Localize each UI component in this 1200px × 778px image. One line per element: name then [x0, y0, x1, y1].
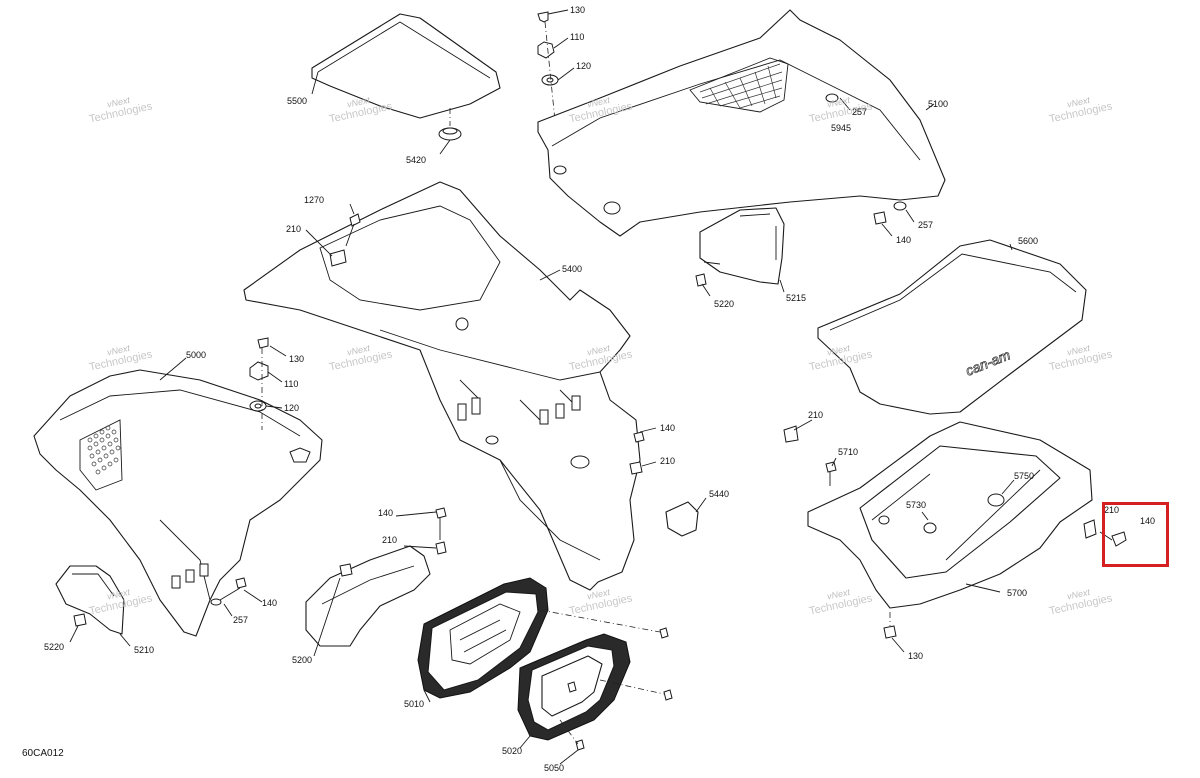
callout-5200[interactable]: 5200 — [292, 655, 313, 665]
callout-5420[interactable]: 5420 — [406, 155, 427, 165]
callout-210[interactable]: 210 — [382, 535, 398, 545]
bracket-5200[interactable] — [305, 507, 447, 647]
bolt-1270[interactable] — [345, 213, 361, 247]
callout-5220[interactable]: 5220 — [44, 642, 65, 652]
cover-5215[interactable] — [699, 207, 785, 285]
callout-5400[interactable]: 5400 — [562, 264, 583, 274]
callout-5220[interactable]: 5220 — [714, 299, 735, 309]
screws-5050[interactable] — [567, 627, 673, 751]
figure-code: 60CA012 — [22, 748, 64, 759]
clip-5220-lower[interactable] — [73, 613, 87, 627]
callout-5215[interactable]: 5215 — [786, 293, 807, 303]
callout-140[interactable]: 140 — [660, 423, 676, 433]
callout-5500[interactable]: 5500 — [287, 96, 308, 106]
callout-210[interactable]: 210 — [808, 410, 824, 420]
cover-5210[interactable] — [55, 565, 125, 635]
callout-5730[interactable]: 5730 — [906, 500, 927, 510]
frame-5400[interactable] — [243, 181, 641, 591]
callout-140[interactable]: 140 — [378, 508, 394, 518]
callout-5050[interactable]: 5050 — [544, 763, 565, 773]
screw-140-right-upper[interactable] — [873, 211, 887, 225]
panel-5000[interactable] — [33, 369, 323, 637]
callout-5945[interactable]: 5945 — [831, 123, 852, 133]
callout-110[interactable]: 110 — [284, 379, 299, 389]
grommet-5420[interactable] — [438, 127, 462, 141]
nut-110-top[interactable] — [537, 41, 555, 59]
callout-1270[interactable]: 1270 — [304, 195, 325, 205]
callout-257[interactable]: 257 — [918, 220, 934, 230]
bolt-140-left[interactable] — [210, 577, 247, 606]
callout-140[interactable]: 140 — [262, 598, 278, 608]
callout-5020[interactable]: 5020 — [502, 746, 523, 756]
push-rivet-130-top[interactable] — [537, 11, 549, 23]
hardware-210-140-highlighted[interactable] — [1083, 519, 1127, 547]
panel-5500[interactable] — [311, 13, 501, 119]
callout-257[interactable]: 257 — [233, 615, 249, 625]
callout-130[interactable]: 130 — [908, 651, 924, 661]
callout-130[interactable]: 130 — [289, 354, 305, 364]
callout-5440[interactable]: 5440 — [709, 489, 730, 499]
tray-5700[interactable] — [807, 421, 1093, 609]
panel-5600[interactable]: can-am — [817, 239, 1087, 415]
leader-lines — [69, 9, 1015, 765]
clip-210-frame[interactable] — [629, 431, 645, 475]
callout-130[interactable]: 130 — [570, 5, 586, 15]
callout-5710[interactable]: 5710 — [838, 447, 859, 457]
callout-5000[interactable]: 5000 — [186, 350, 207, 360]
callout-140-highlighted[interactable]: 140 — [1140, 516, 1156, 526]
callout-5010[interactable]: 5010 — [404, 699, 425, 709]
cap-5440[interactable] — [665, 501, 699, 537]
washer-120-top[interactable] — [541, 74, 559, 86]
clip-210-center[interactable] — [329, 249, 347, 267]
callout-210[interactable]: 210 — [660, 456, 676, 466]
callout-210[interactable]: 210 — [1104, 505, 1120, 515]
clips-210-5710-right[interactable] — [783, 425, 837, 486]
callout-210[interactable]: 210 — [286, 224, 302, 234]
callout-120[interactable]: 120 — [284, 403, 300, 413]
housing-5010[interactable] — [417, 577, 549, 699]
callout-257[interactable]: 257 — [852, 107, 868, 117]
fastener-257-right[interactable] — [825, 93, 907, 211]
callout-120[interactable]: 120 — [576, 61, 592, 71]
callout-5100[interactable]: 5100 — [928, 99, 949, 109]
callout-5600[interactable]: 5600 — [1018, 236, 1039, 246]
hardware-130-110-120-left[interactable] — [249, 337, 269, 412]
panel-5100[interactable] — [537, 9, 946, 237]
clip-5220-upper[interactable] — [695, 273, 707, 287]
callout-110[interactable]: 110 — [570, 32, 585, 42]
push-rivet-130-right[interactable] — [883, 625, 897, 639]
callout-5750[interactable]: 5750 — [1014, 471, 1035, 481]
callout-5700[interactable]: 5700 — [1007, 588, 1028, 598]
callout-5210[interactable]: 5210 — [134, 645, 155, 655]
callout-140[interactable]: 140 — [896, 235, 912, 245]
